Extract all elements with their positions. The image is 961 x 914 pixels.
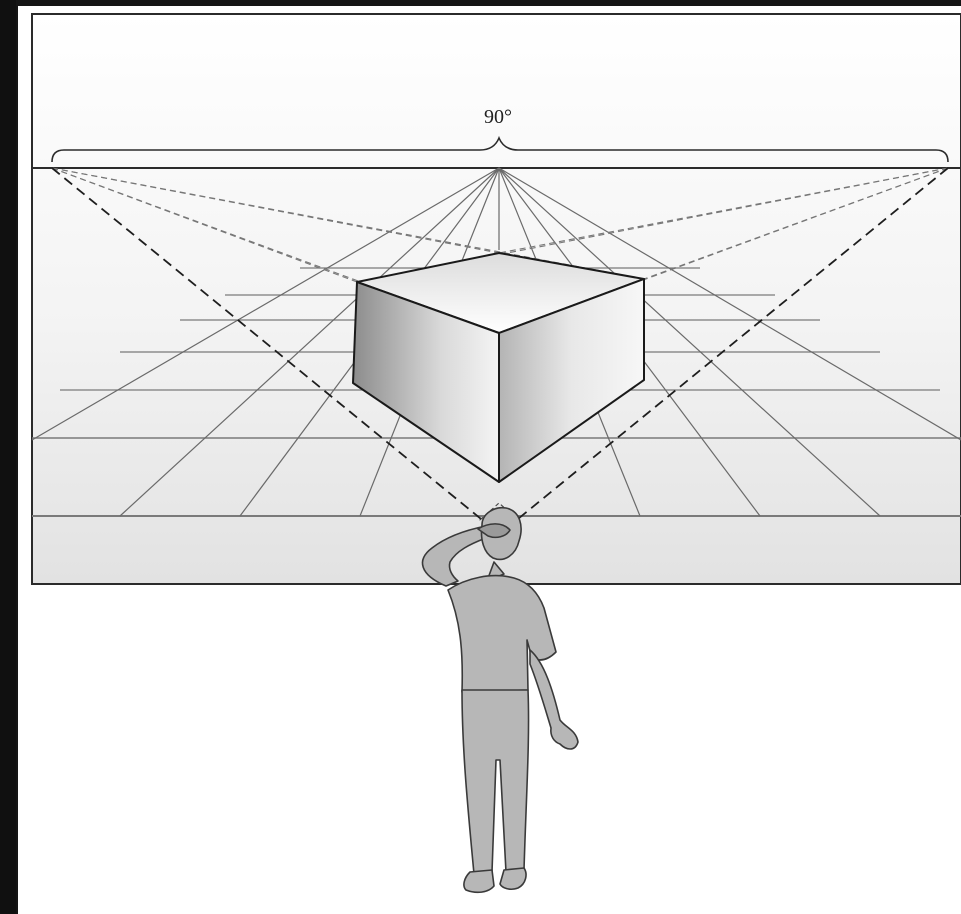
left-border	[0, 0, 16, 914]
left-foot	[464, 870, 494, 892]
right-foot	[500, 868, 526, 889]
angle-label: 90°	[468, 106, 528, 129]
